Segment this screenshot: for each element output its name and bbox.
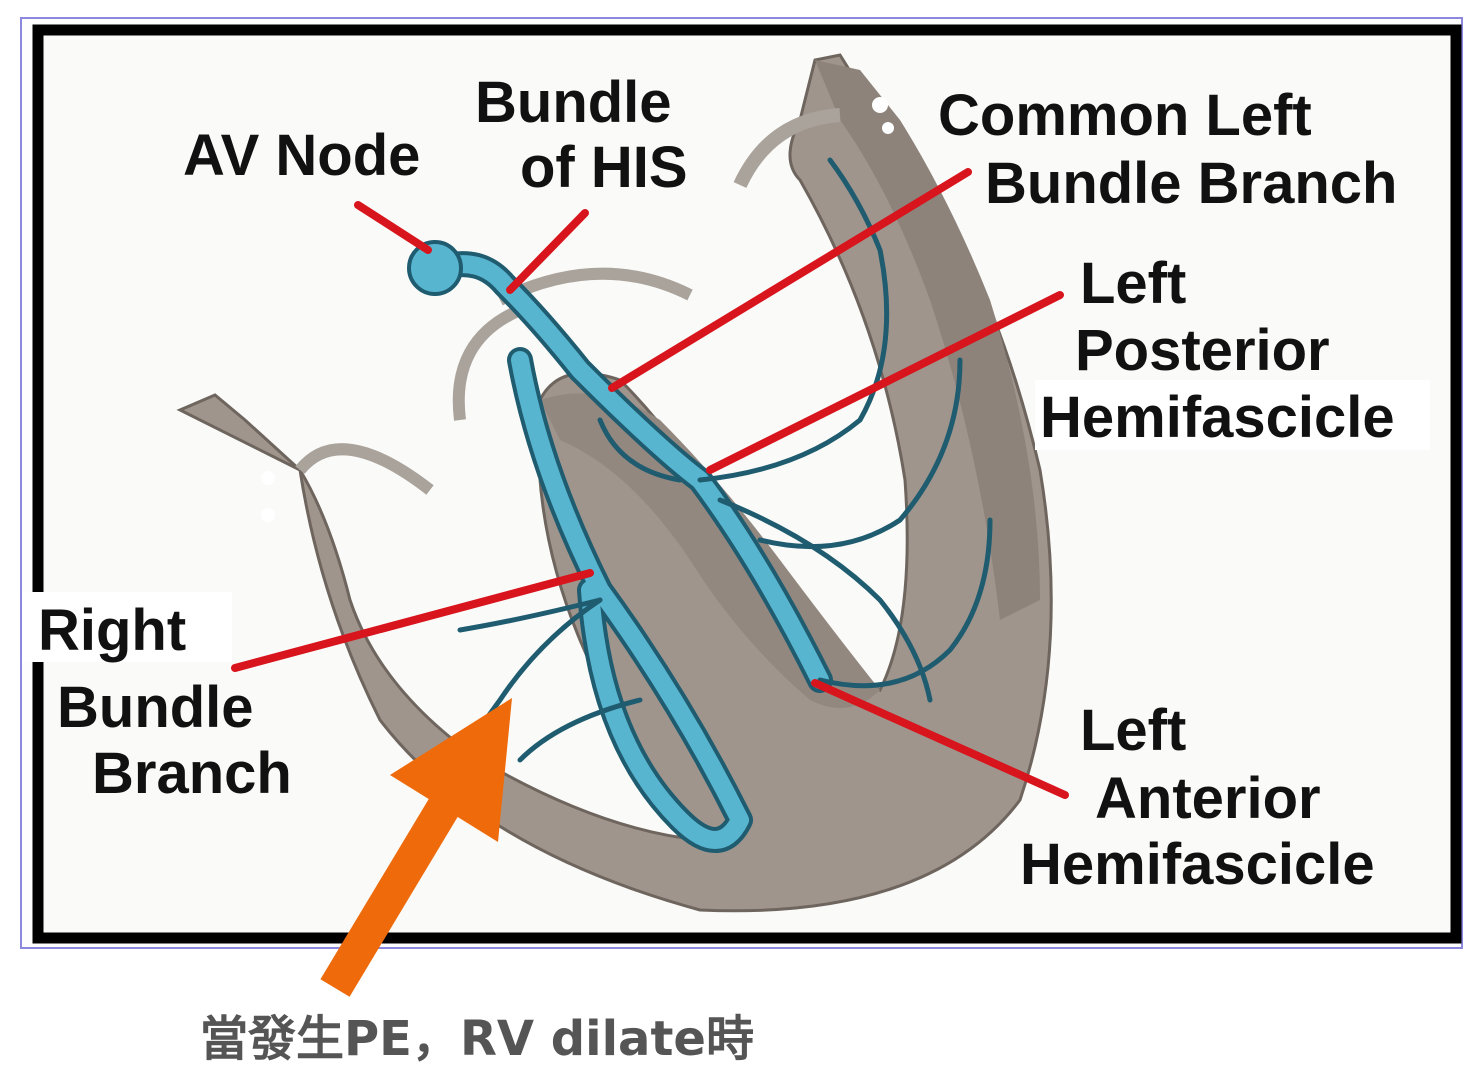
label-left-anterior-2: Anterior: [1095, 766, 1321, 831]
orange-arrow-icon: [320, 698, 512, 997]
label-av-node: AV Node: [183, 123, 420, 188]
leader-lines: [231, 168, 1069, 799]
leader-common-left: [608, 168, 972, 392]
label-right-bundle-3: Branch: [92, 741, 292, 806]
leader-left-posterior: [706, 291, 1064, 474]
av-node-shape: [407, 240, 463, 296]
leader-left-anterior: [811, 679, 1069, 799]
leader-right-bundle: [231, 569, 594, 672]
caption: 當發生PE，RV dilate時: [200, 1011, 754, 1067]
label-right-bundle-2: Bundle: [57, 675, 254, 740]
label-common-left-1: Common Left: [938, 83, 1312, 148]
label-left-posterior-3: Hemifascicle: [1040, 385, 1395, 450]
leader-av-node: [354, 201, 432, 254]
label-right-bundle-1: Right: [38, 598, 186, 663]
label-common-left-2: Bundle Branch: [985, 151, 1398, 216]
label-bundle-his-1: Bundle: [475, 70, 672, 135]
label-left-anterior-3: Hemifascicle: [1020, 832, 1375, 897]
label-left-posterior-1: Left: [1080, 251, 1186, 316]
conduction-system: [407, 157, 993, 853]
label-bundle-his-2: of HIS: [520, 135, 688, 200]
label-bg-posterior: [1035, 380, 1430, 450]
leader-bundle-his: [506, 209, 589, 294]
label-left-posterior-2: Posterior: [1075, 318, 1330, 383]
label-left-anterior-1: Left: [1080, 698, 1186, 763]
label-bg-right: [22, 592, 232, 662]
